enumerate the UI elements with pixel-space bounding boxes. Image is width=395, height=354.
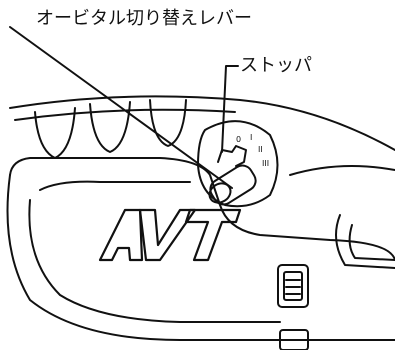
dial-mark-0: 0 (236, 135, 241, 144)
logo-outline (100, 210, 240, 260)
label-stopper: ストッパ (240, 57, 312, 75)
dial-mark-3: III (262, 159, 269, 168)
label-orbital-lever: オービタル切り替えレバー (36, 10, 252, 28)
body-groove (40, 182, 190, 190)
body-lower (8, 175, 395, 340)
fin-3 (150, 100, 186, 146)
leader-orbital-lever (10, 27, 232, 188)
dial-mark-2: II (258, 145, 263, 154)
handle-upper (290, 166, 395, 175)
dial-mark-1: I (250, 133, 252, 142)
